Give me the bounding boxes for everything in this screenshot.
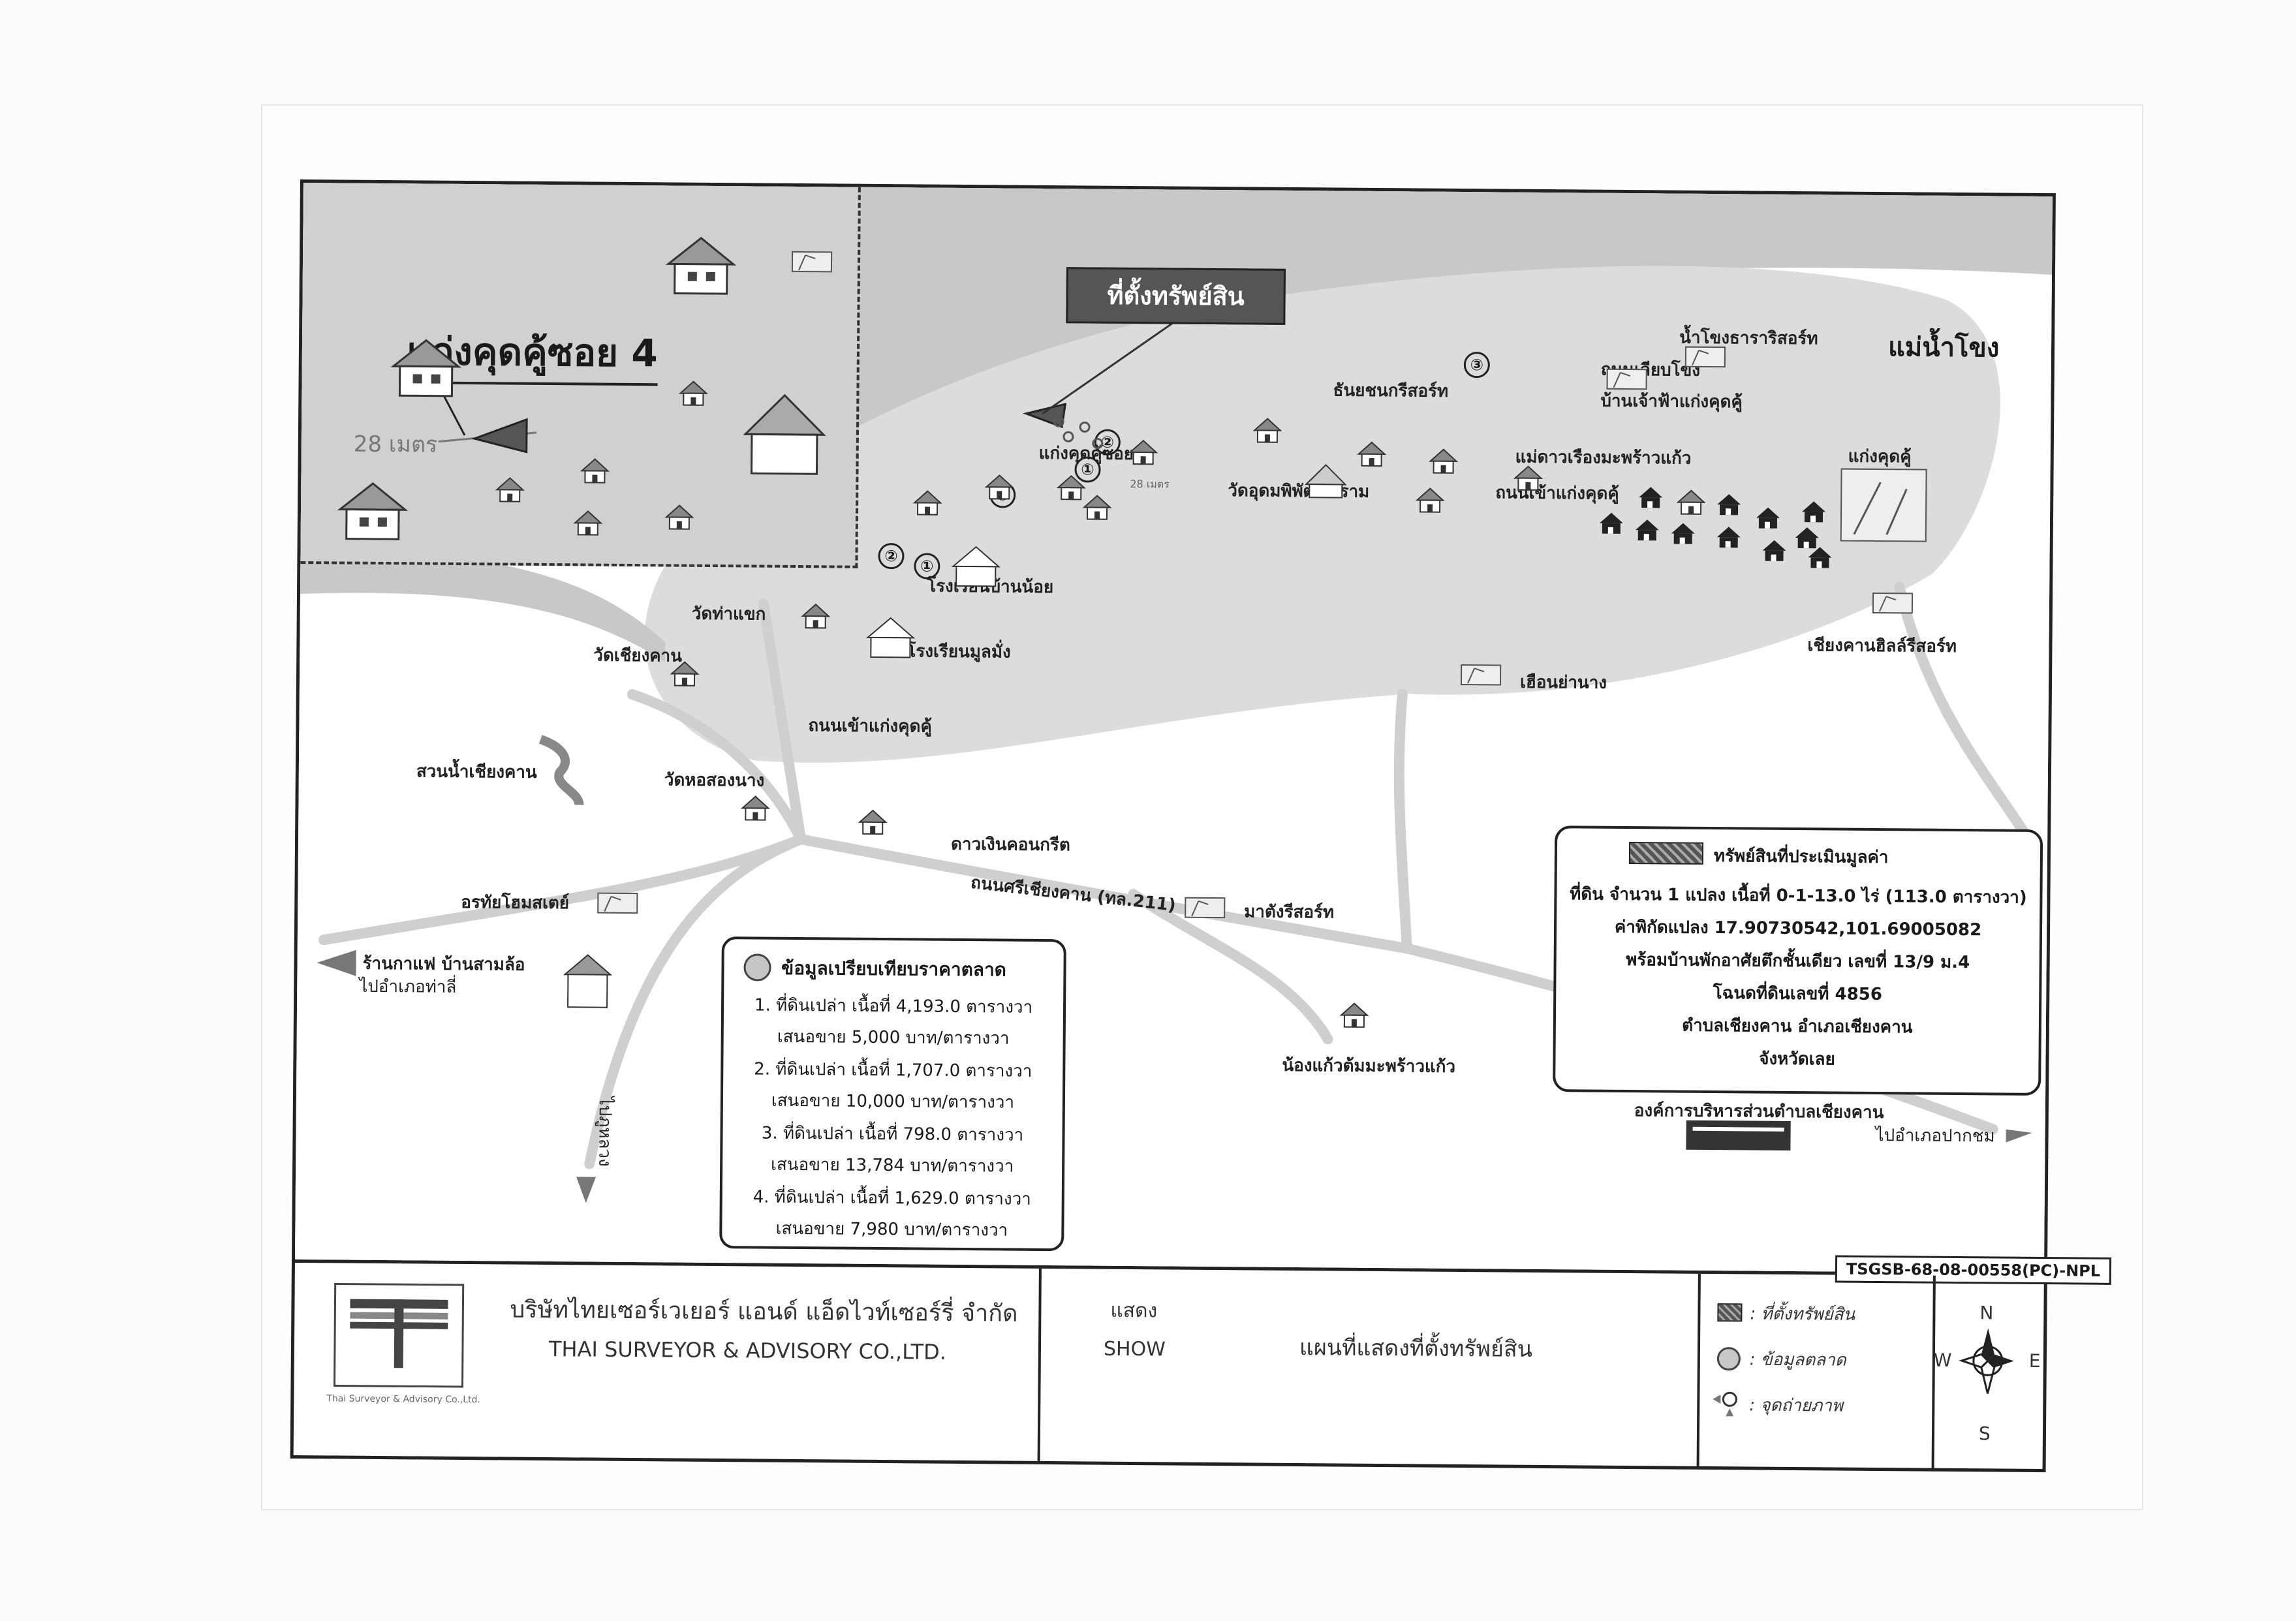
company-cell: Thai Surveyor & Advisory Co.,Ltd. บริษัท… (293, 1262, 1042, 1461)
legend-hatch-icon (1717, 1303, 1743, 1322)
market-comparison-box: ข้อมูลเปรียบเทียบราคาตลาด 1. ที่ดินเปล่า… (719, 936, 1066, 1252)
map-area[interactable]: แก่งคุดคู้ซอย 4 28 เมตร ที่ตั้งทรัพย์สิน… (294, 183, 2112, 1285)
label-wat-ho-song: วัดหอสองนาง (664, 770, 765, 791)
subject-legend-line: พร้อมบ้านพักอาศัยตึกชั้นเดียว เลขที่ 13/… (1626, 949, 1970, 973)
comparable-number-1-small: ① (1074, 456, 1101, 483)
subject-legend-line: ค่าพิกัดแปลง 17.90730542,101.69005082 (1614, 917, 1982, 940)
road-to-wat (627, 689, 807, 845)
compass-cell: N S W E (1932, 1276, 2044, 1469)
compass-w: W (1933, 1349, 1952, 1371)
label-chiang-khan-hill: เชียงคานฮิลล์รีสอร์ท (1807, 636, 1957, 656)
show-label-th: แสดง (1110, 1299, 1158, 1323)
label-orathai: อรทัยโฮมสเตย์ (461, 892, 570, 914)
label-thanya: ธันยชนกรีสอร์ท (1333, 380, 1449, 401)
arrow-to-pak-chom (2006, 1129, 2032, 1143)
inset-map[interactable]: แก่งคุดคู้ซอย 4 28 เมตร (300, 183, 861, 568)
legend-cell: : ที่ตั้งทรัพย์สิน : ข้อมูลตลาด : จุดถ่า… (1696, 1273, 1936, 1468)
label-ruean-ya-nang: เฮือนย่านาง (1519, 672, 1607, 693)
legend-market-dot-icon (1716, 1347, 1741, 1371)
subject-legend-line: จังหวัดเลย (1759, 1049, 1835, 1070)
compass-e: E (2028, 1350, 2041, 1372)
camera-point-icon (1713, 1391, 1737, 1417)
road-to-phu-luang (584, 834, 807, 1169)
label-dao-ngoen: ดาวเงินคอนกรีต (950, 834, 1070, 856)
arrow-to-tha-li (317, 949, 356, 976)
label-to-pak-chom: ไปอำเภอปากชม (1875, 1126, 1995, 1147)
comparison-line: 2. ที่ดินเปล่า เนื้อที่ 1,707.0 ตารางวา (754, 1059, 1032, 1081)
comparison-line: 3. ที่ดินเปล่า เนื้อที่ 798.0 ตารางวา (761, 1123, 1024, 1145)
comparison-line: 4. ที่ดินเปล่า เนื้อที่ 1,629.0 ตารางวา (752, 1187, 1031, 1209)
title-block: Thai Surveyor & Advisory Co.,Ltd. บริษัท… (293, 1262, 2044, 1469)
road-to-kaeng (758, 598, 807, 845)
label-suan-nam: สวนน้ำเชียงคาน (416, 762, 537, 782)
subject-legend-line: ที่ดิน จำนวน 1 แปลง เนื้อที่ 0-1-13.0 ไร… (1570, 884, 2027, 908)
map-frame: แก่งคุดคู้ซอย 4 28 เมตร ที่ตั้งทรัพย์สิน… (290, 179, 2112, 1473)
comparison-line: 1. ที่ดินเปล่า เนื้อที่ 4,193.0 ตารางวา (754, 995, 1033, 1017)
compass-s: S (1978, 1423, 1991, 1445)
label-tiny-distance: 28 เมตร (1130, 477, 1170, 491)
callout-subject: ที่ตั้งทรัพย์สิน (1066, 267, 1286, 325)
comparison-line: เสนอขาย 7,980 บาท/ตารางวา (775, 1218, 1008, 1241)
settlement-zone (644, 266, 2000, 763)
inset-distance-label: 28 เมตร (353, 431, 438, 458)
label-nam-khong: น้ำโขงธาราริสอร์ท (1679, 328, 1818, 349)
label-ban-chao-fa: บ้านเจ้าฟ้าแก่งคุดคู้ (1600, 391, 1743, 412)
comparison-line: เสนอขาย 5,000 บาท/ตารางวา (777, 1027, 1010, 1049)
comparable-number-4: ④ (989, 482, 1016, 508)
comparable-number-2-small: ② (1094, 429, 1121, 455)
inset-parcel-marker (471, 418, 528, 454)
company-logo (333, 1282, 465, 1388)
label-mata: มาตังรีสอร์ท (1244, 902, 1335, 923)
label-school-ban-noi: โรงเรียนบ้านน้อย (927, 576, 1054, 598)
river-label: แม่น้ำโขง (1887, 332, 2000, 363)
map-title: แผนที่แสดงที่ตั้งทรัพย์สิน (1299, 1335, 1533, 1363)
subject-property-legend: ทรัพย์สินที่ประเมินมูลค่า ที่ดิน จำนวน 1… (1553, 826, 2043, 1096)
company-name-th: บริษัทไทยเซอร์เวเยอร์ แอนด์ แอ็ดไวท์เซอร… (510, 1296, 1018, 1327)
label-liab-khong: ถนนเลียบโขง (1600, 360, 1701, 380)
label-obt: องค์การบริหารส่วนตำบลเชียงคาน (1634, 1101, 1884, 1123)
label-wat-tha-khaek: วัดท่าแขก (691, 604, 766, 625)
compass-n: N (1979, 1302, 1994, 1324)
road-north (1393, 688, 1412, 954)
label-kaeng-kut-khu: แก่งคุดคู้ (1848, 446, 1912, 467)
label-to-phu-luang: ไปภูหลวง (595, 1096, 615, 1167)
label-nong-kaew: น้องแก้วต้มมะพร้าวแก้ว (1282, 1055, 1456, 1077)
subject-legend-line: ตำบลเชียงคาน อำเภอเชียงคาน (1682, 1015, 1913, 1038)
road-to-tha-li (318, 834, 807, 946)
legend-subject: : ที่ตั้งทรัพย์สิน (1750, 1304, 1855, 1325)
north-arrow-icon (1959, 1328, 2014, 1394)
show-label-en: SHOW (1103, 1337, 1166, 1361)
comparison-line: เสนอขาย 10,000 บาท/ตารางวา (771, 1090, 1015, 1113)
logo-caption: Thai Surveyor & Advisory Co.,Ltd. (326, 1393, 480, 1406)
road-network (318, 581, 2040, 1169)
legend-market: : ข้อมูลตลาด (1749, 1350, 1846, 1370)
label-school-mun-mang: โรงเรียนมูลมั่ง (907, 641, 1011, 662)
inset-drawing (427, 367, 537, 454)
road-branch (1128, 889, 1333, 1045)
label-thanon-kaeng: ถนนเข้าแก่งคุดคู้ (1495, 483, 1619, 504)
river-bank (300, 548, 666, 662)
comparison-title: ข้อมูลเปรียบเทียบราคาตลาด (781, 957, 1007, 981)
subject-legend-line: โฉนดที่ดินเลขที่ 4856 (1713, 983, 1883, 1005)
label-wat-udom: วัดอุดมพิพัฒนาราม (1228, 481, 1370, 502)
comparable-number-2: ② (878, 542, 905, 570)
company-name-en: THAI SURVEYOR & ADVISORY CO.,LTD. (548, 1336, 947, 1365)
title-cell: แสดง SHOW แผนที่แสดงที่ตั้งทรัพย์สิน (1037, 1268, 1701, 1466)
comparison-line: เสนอขาย 13,784 บาท/ตารางวา (770, 1154, 1014, 1177)
road-east (1894, 581, 2040, 854)
arrow-to-phu-luang (576, 1177, 597, 1203)
comparable-number-1: ① (914, 553, 940, 579)
subject-legend-title: ทรัพย์สินที่ประเมินมูลค่า (1713, 846, 1889, 868)
label-wat-chiang-khan: วัดเชียงคาน (593, 645, 683, 666)
callout-pointer (1042, 319, 1178, 415)
legend-photo: : จุดถ่ายภาพ (1749, 1395, 1844, 1416)
label-mae-dao: แม่ดาวเรืองมะพร้าวแก้ว (1515, 447, 1692, 469)
label-to-tha-li: ไปอำเภอท่าลี่ (359, 976, 457, 997)
comparable-number-3: ③ (1463, 352, 1490, 378)
label-road-to-kaeng: ถนนเข้าแก่งคุดคู้ (808, 716, 932, 737)
